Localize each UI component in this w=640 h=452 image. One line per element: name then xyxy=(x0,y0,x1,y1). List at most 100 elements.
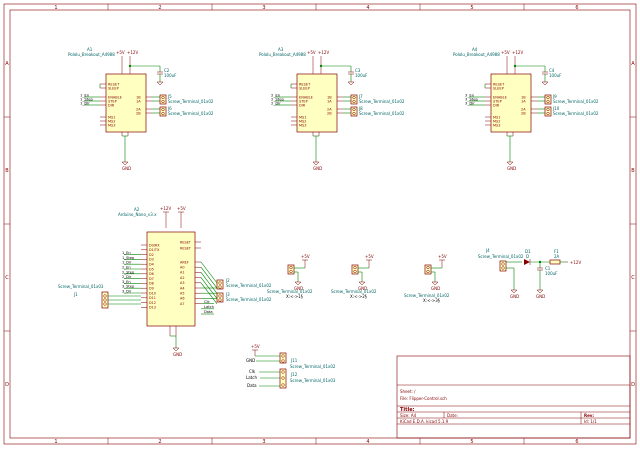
driver-value: Pololu_Breakout_A4988 xyxy=(453,52,500,57)
driver-value: Pololu_Breakout_A4988 xyxy=(68,52,115,57)
driver-ref: A3 xyxy=(278,47,284,52)
screw-terminal xyxy=(544,106,552,117)
nano-pin-label: D10 xyxy=(149,291,156,295)
driver-pin-label: SLEEP xyxy=(493,86,504,90)
nano-net-label: Clk xyxy=(204,300,211,304)
frame-col-2-bottom: 2 xyxy=(158,439,161,445)
nano-net-label: 3_En xyxy=(122,280,131,284)
svg-text:Screw_Terminal_01x02: Screw_Terminal_01x02 xyxy=(290,364,336,369)
driver-pin-label: 1A xyxy=(521,99,526,103)
nano-pin-label: A5 xyxy=(180,292,184,296)
nano-pin-label: D11 xyxy=(149,296,156,300)
svg-text:Data: Data xyxy=(247,383,257,388)
vcc-label: +5V xyxy=(438,254,447,259)
frame-col-5-top: 5 xyxy=(470,5,473,11)
svg-text:GND: GND xyxy=(246,358,255,363)
svg-text:2A: 2A xyxy=(554,254,560,259)
driver-pin-label: ENABLE xyxy=(299,95,313,99)
svg-text:GND: GND xyxy=(510,294,519,299)
svg-text:Screw_Terminal_01x02: Screw_Terminal_01x02 xyxy=(226,297,272,302)
driver-pin-label: ENABLE xyxy=(108,95,122,99)
svg-text:+12V: +12V xyxy=(570,260,581,265)
driver-value: Pololu_Breakout_A4988 xyxy=(259,52,306,57)
driver-pin-label: MS1 xyxy=(108,115,115,119)
nano-pin-label: D6 xyxy=(149,272,154,276)
nano-pin-label: D0/RX xyxy=(149,243,160,247)
frame-col-6-top: 6 xyxy=(575,5,578,11)
driver-pin-label: RESET xyxy=(493,82,505,86)
driver-pin-label: SLEEP xyxy=(108,86,119,90)
frame-row-d-right: D xyxy=(631,382,635,388)
driver-a4: Pololu_Breakout_A4988A4+5V+12VC4100uFRES… xyxy=(453,47,599,171)
vcc-12v-label: +12V xyxy=(318,50,329,55)
driver-pin-label: MS2 xyxy=(299,119,306,123)
cap-ref: C3 xyxy=(355,68,361,73)
frame-row-c-left: C xyxy=(5,275,9,281)
nano-net-label: 1_Step xyxy=(122,256,135,260)
nano-pin-label: D12 xyxy=(149,301,156,305)
driver-pin-label: MS1 xyxy=(493,115,500,119)
svg-text:Latch: Latch xyxy=(246,375,257,380)
tb-size: Size: A4 xyxy=(400,413,417,418)
driver-pin-label: RESET xyxy=(299,82,311,86)
frame-row-c-right: C xyxy=(631,275,635,281)
driver-pin-label: 1B xyxy=(327,95,332,99)
driver-pin-label: DIR xyxy=(493,103,500,107)
nano-net-label: 2_Step xyxy=(122,270,135,274)
svg-text:100uF: 100uF xyxy=(545,271,558,276)
tb-file: File: Flipper-Control.sch xyxy=(400,396,447,401)
nano-pin-label: A2 xyxy=(180,276,184,280)
frame-row-b-left: B xyxy=(5,168,9,174)
nano-pin-label: A0 xyxy=(180,266,184,270)
j1-value: Screw_Terminal_01x03 xyxy=(58,284,104,289)
connector-j1: Screw_Terminal_01x03 J1 xyxy=(58,284,141,309)
tb-date: Date: xyxy=(447,413,458,418)
net-label: 3_Step xyxy=(465,97,479,102)
switch-note: X:<->1§ xyxy=(286,294,303,299)
nano-pin-label: A1 xyxy=(180,271,184,275)
gnd-label: GND xyxy=(313,166,322,171)
vcc-5v-label: +5V xyxy=(501,50,510,55)
tb-id: Id: 1/1 xyxy=(584,419,597,424)
driver-pin-label: 1A xyxy=(327,99,332,103)
driver-pin-label: MS3 xyxy=(493,123,500,127)
nano-pin-label: RESET xyxy=(180,240,192,244)
driver-pin-label: 2B xyxy=(136,111,141,115)
net-label: 2_En xyxy=(271,93,281,98)
nano-pin-label: A7 xyxy=(180,302,184,306)
driver-pin-label: MS2 xyxy=(108,119,115,123)
limit-switch-group: +5VGNDScrew_Terminal_01x02X:<->1§+5VGNDS… xyxy=(267,254,450,303)
cap-value: 100uF xyxy=(164,73,177,78)
driver-pin-label: RESET xyxy=(108,82,120,86)
nano-pin-label: A4 xyxy=(180,286,184,290)
switch-value: Screw_Terminal_01x02 xyxy=(404,293,450,298)
gnd-label: GND xyxy=(507,166,516,171)
svg-text:+5V: +5V xyxy=(177,206,186,211)
screw-terminal xyxy=(159,106,167,117)
nano-pin-label: D13 xyxy=(149,306,156,310)
driver-pin-label: DIR xyxy=(299,103,306,107)
power-input-block: J4 Screw_Terminal_01x02 GND D1 D F1 2A +… xyxy=(478,248,581,299)
vcc-label: +5V xyxy=(301,254,310,259)
svg-text:D: D xyxy=(526,254,529,259)
cap-ref: C2 xyxy=(164,68,170,73)
frame-col-4-bottom: 4 xyxy=(366,439,369,445)
nano-net-label: 1_Dir xyxy=(122,261,132,265)
driver-body xyxy=(296,73,338,133)
nano-pin-label: D1/TX xyxy=(149,248,160,252)
nano-net-label: 3_Step xyxy=(122,285,135,289)
nano-body xyxy=(146,231,196,327)
net-label: 1_En xyxy=(80,93,90,98)
shift-register-connectors: +5V GND Clk Latch Data J11 Screw_Termina… xyxy=(246,344,336,389)
svg-text:Screw_Terminal_01x03: Screw_Terminal_01x03 xyxy=(290,378,336,383)
tb-tool: KiCad E.D.A. kicad 5.1.9 xyxy=(400,419,449,424)
driver-a3: Pololu_Breakout_A4988A3+5V+12VC3100uFRES… xyxy=(259,47,405,171)
screw-terminal xyxy=(350,106,358,117)
driver-pin-label: STEP xyxy=(108,99,117,103)
terminal-ref: J8 xyxy=(358,106,363,111)
svg-text:Screw_Terminal_01x02: Screw_Terminal_01x02 xyxy=(226,283,272,288)
svg-text:D1: D1 xyxy=(525,249,531,254)
driver-pin-label: 2A xyxy=(327,107,332,111)
